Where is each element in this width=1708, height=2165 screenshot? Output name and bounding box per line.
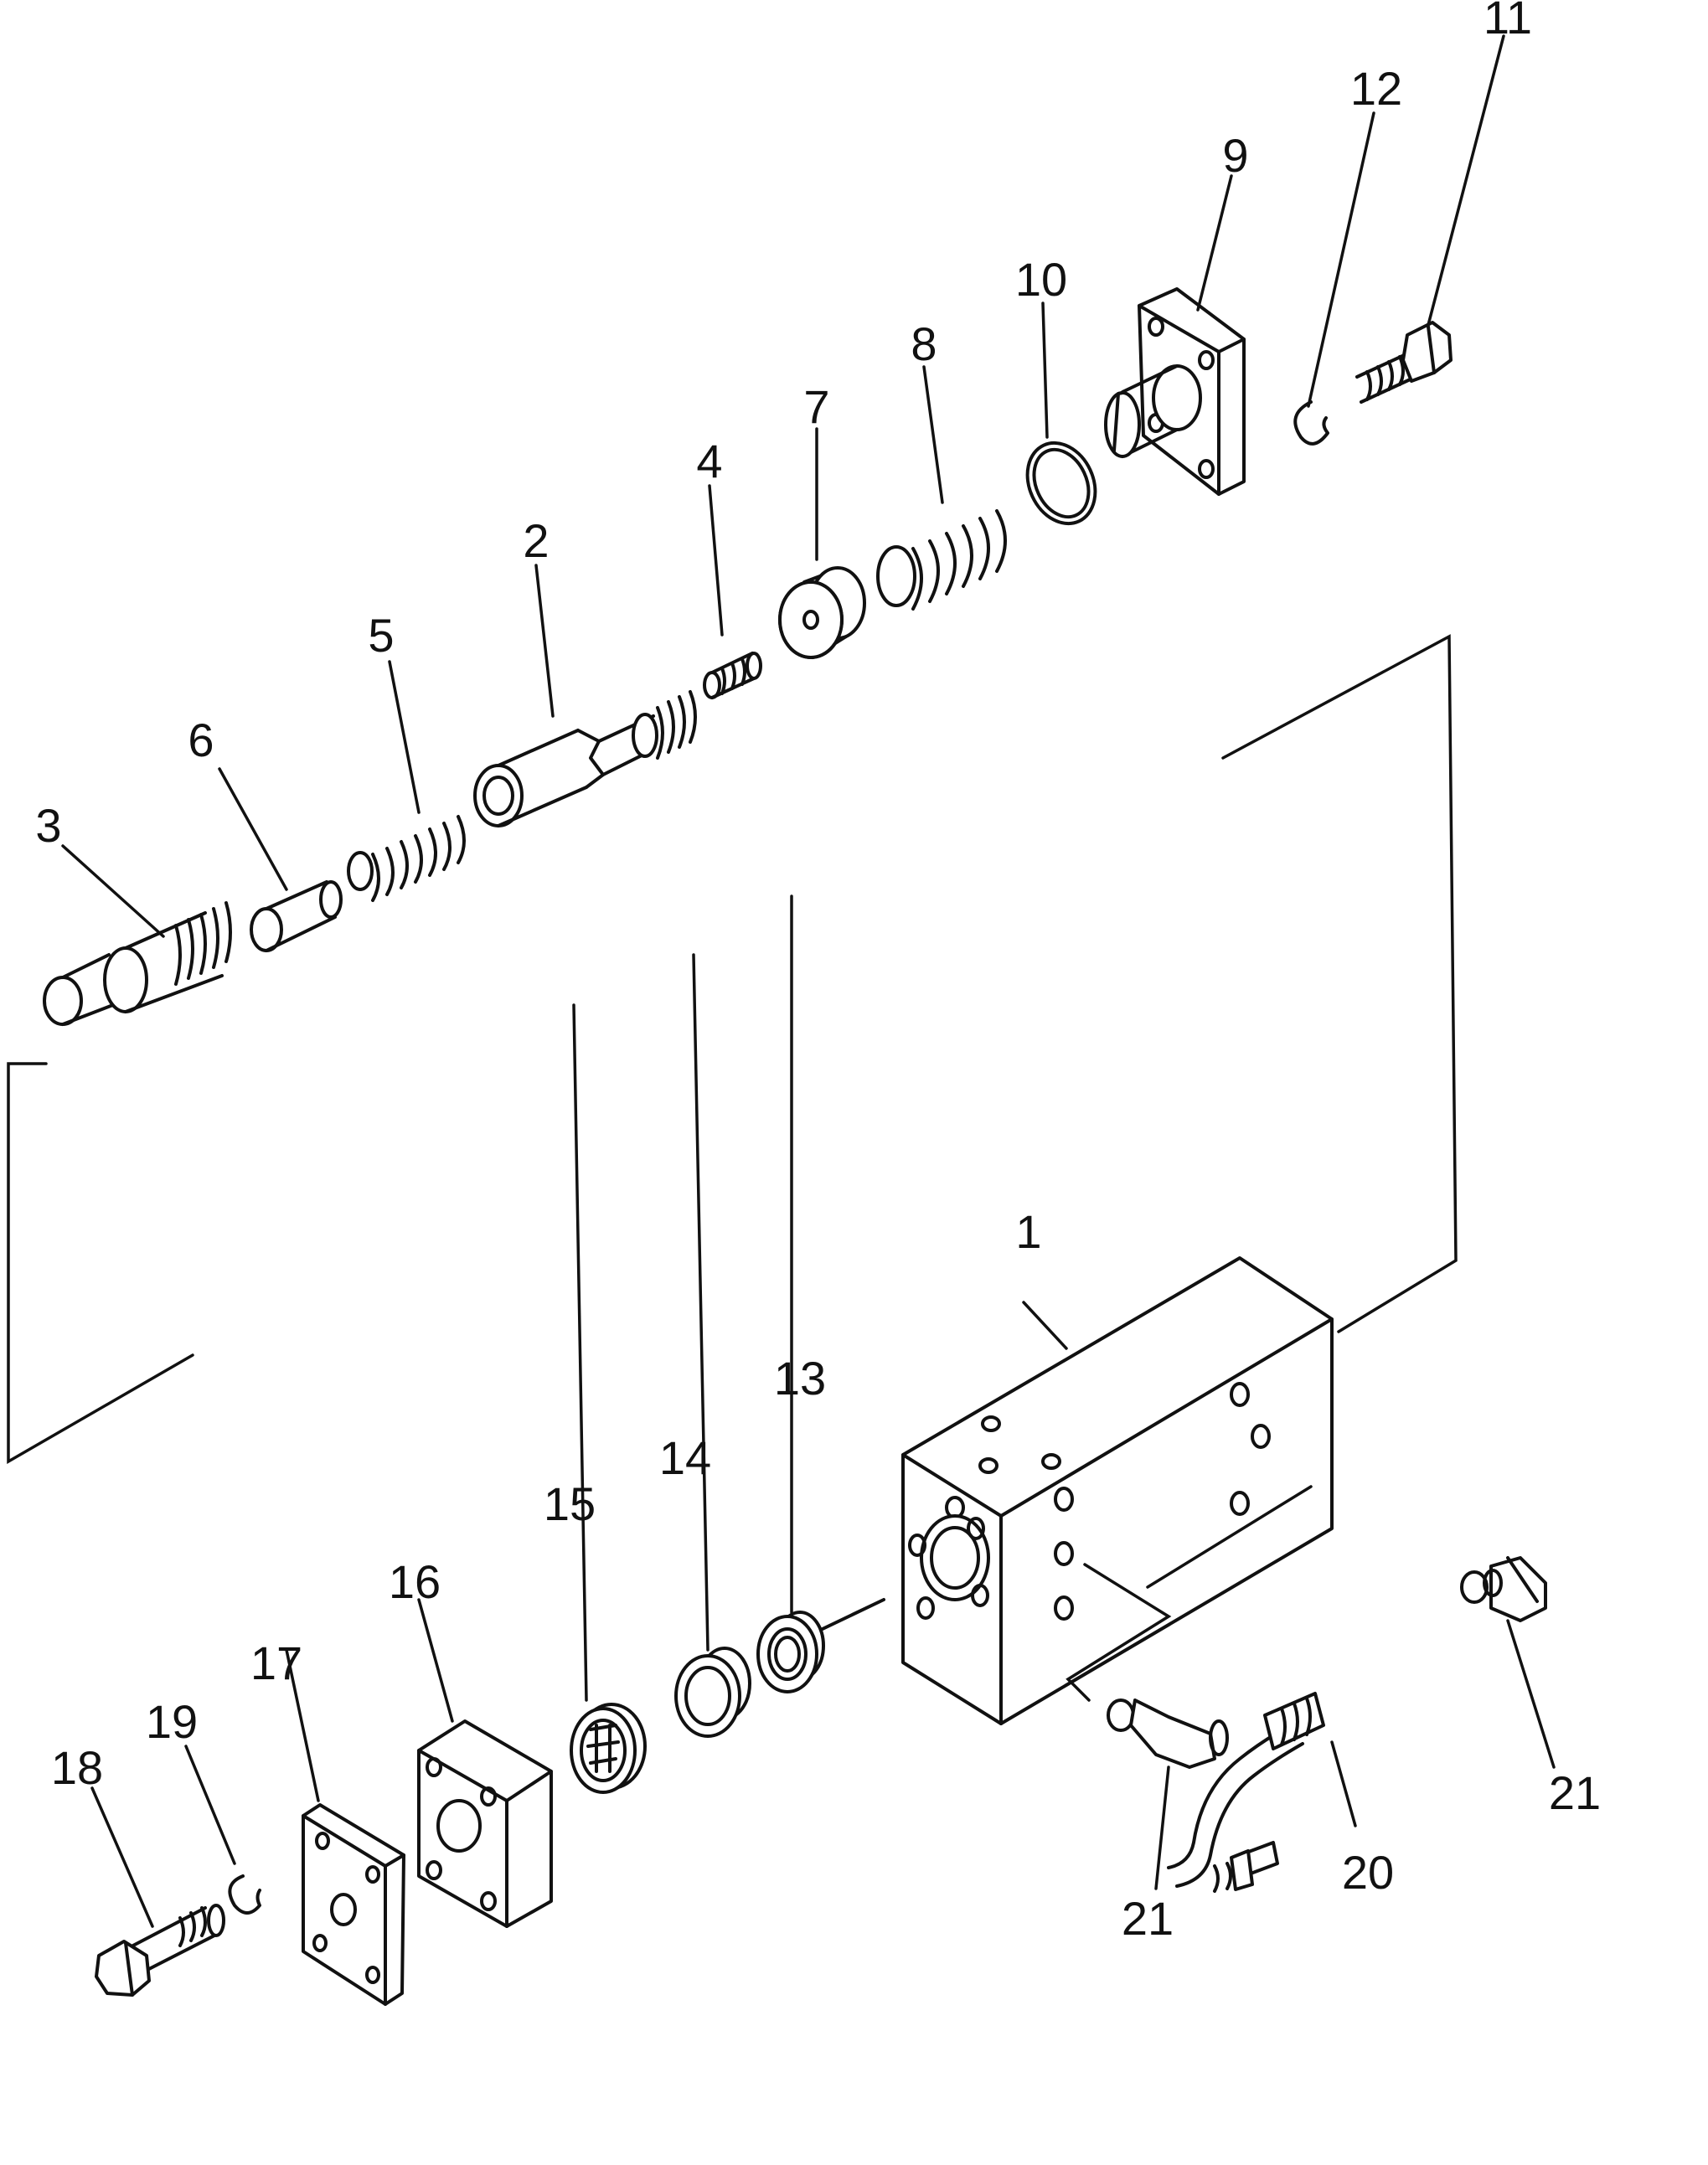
part-14-bushing <box>674 1647 751 1738</box>
part-20-pipe <box>1167 1692 1325 1893</box>
callout-14: 14 <box>659 1431 711 1484</box>
part-15-bearing <box>570 1703 647 1794</box>
leader-lines <box>61 34 1556 1928</box>
part-8-spring <box>876 509 1007 611</box>
callout-18: 18 <box>51 1741 103 1794</box>
callout-5: 5 <box>368 609 394 662</box>
part-21-elbow-left <box>1107 1698 1229 1769</box>
part-7-collar <box>778 566 866 659</box>
part-5-spring <box>347 815 466 902</box>
callout-19: 19 <box>146 1695 198 1748</box>
callout-21-left: 21 <box>1122 1892 1174 1945</box>
part-11-bolt <box>1355 321 1453 404</box>
callout-3: 3 <box>35 799 61 852</box>
callout-11: 11 <box>1484 0 1532 44</box>
callout-12: 12 <box>1350 62 1402 115</box>
part-4-small-screw <box>703 652 762 699</box>
callout-1: 1 <box>1015 1205 1041 1258</box>
part-19-washer <box>228 1874 261 1915</box>
callout-13: 13 <box>774 1352 826 1405</box>
callout-15: 15 <box>544 1477 596 1530</box>
callout-labels: 1 2 3 4 5 6 7 8 9 10 11 12 13 14 15 16 1… <box>35 0 1601 1945</box>
callout-21-right: 21 <box>1549 1766 1601 1819</box>
callout-2: 2 <box>523 514 549 567</box>
callout-8: 8 <box>911 317 937 370</box>
callout-17: 17 <box>250 1637 302 1689</box>
part-16-block <box>417 1719 553 1928</box>
part-6-pin <box>250 880 343 952</box>
part-1-valve-body <box>901 1256 1334 1725</box>
callout-9: 9 <box>1222 129 1248 182</box>
callout-16: 16 <box>389 1555 441 1608</box>
part-3-plunger <box>43 901 232 1026</box>
callout-4: 4 <box>696 435 722 487</box>
part-2-spool <box>473 690 697 827</box>
part-10-o-ring <box>1025 441 1097 526</box>
callout-7: 7 <box>803 380 829 433</box>
part-18-bolt <box>95 1904 225 1997</box>
part-12-lock-washer <box>1293 400 1329 446</box>
callout-10: 10 <box>1015 253 1067 306</box>
part-17-plate <box>302 1803 405 2006</box>
assembly-frame-lines <box>7 634 1458 1465</box>
part-9-cover-plate <box>1104 287 1246 496</box>
part-13-seal <box>756 1598 885 1693</box>
callout-6: 6 <box>188 714 214 766</box>
part-21-elbow-right <box>1460 1556 1547 1622</box>
callout-20: 20 <box>1342 1846 1394 1899</box>
